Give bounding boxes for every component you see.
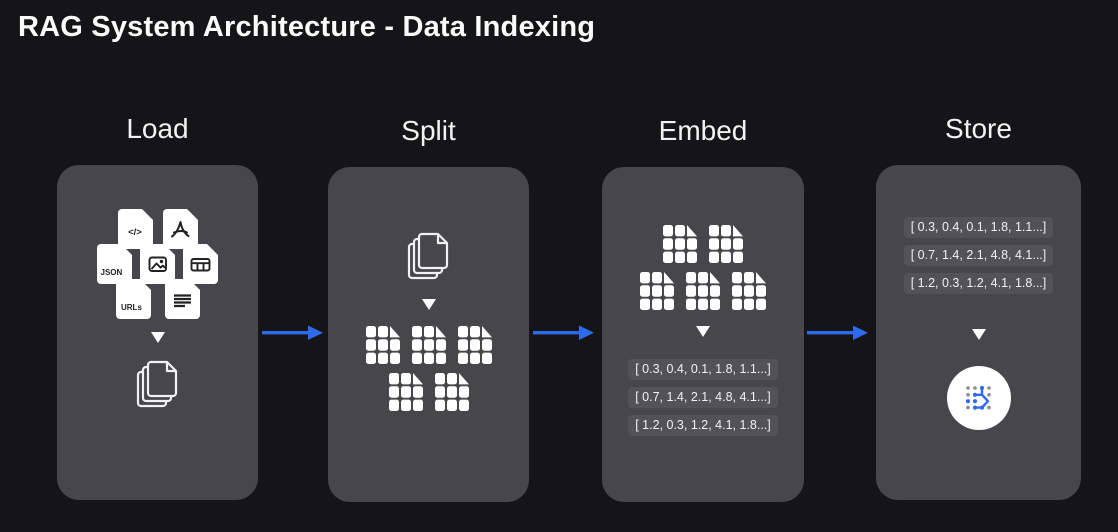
chunk-grid-icon: [411, 326, 446, 364]
down-triangle-icon: [971, 329, 986, 340]
vector-chip: [ 0.7, 1.4, 2.1, 4.8, 4.1...]: [903, 244, 1054, 266]
embedding-vectors: [ 0.3, 0.4, 0.1, 1.8, 1.1...] [ 0.7, 1.4…: [628, 355, 778, 439]
right-arrow-icon: [262, 325, 323, 341]
code-file-badge: </>: [128, 227, 142, 238]
vector-chip: [ 1.2, 0.3, 1.2, 4.1, 1.8...]: [628, 414, 778, 436]
chunk-grid-icon: [640, 272, 674, 310]
chunk-grid-icon: [709, 225, 743, 263]
code-file-icon: </>: [117, 209, 153, 249]
urls-file-icon: URLs: [115, 279, 151, 319]
down-triangle-icon: [150, 332, 165, 343]
stage-store: Store [ 0.3, 0.4, 0.1, 1.8, 1.1...] [ 0.…: [876, 111, 1081, 500]
vector-chip: [ 0.3, 0.4, 0.1, 1.8, 1.1...]: [628, 358, 778, 380]
right-arrow-icon: [807, 325, 868, 341]
stage-load-title: Load: [126, 113, 189, 144]
urls-file-badge: URLs: [121, 303, 142, 312]
chunks-cluster: [640, 225, 766, 310]
stage-load: Load </> JSON: [57, 111, 258, 500]
document-stack-icon: [135, 359, 181, 411]
vector-db-logo-icon: [946, 366, 1011, 430]
stored-vectors: [ 0.3, 0.4, 0.1, 1.8, 1.1...] [ 0.7, 1.4…: [903, 213, 1054, 297]
document-stack-icon: [406, 231, 452, 283]
chunk-grid-icon: [457, 326, 492, 364]
stage-split: Split: [328, 113, 529, 502]
stage-store-title: Store: [945, 113, 1012, 144]
chunk-grid-icon: [663, 225, 697, 263]
table-file-icon: [183, 244, 218, 284]
vector-chip: [ 0.3, 0.4, 0.1, 1.8, 1.1...]: [903, 216, 1054, 238]
chunk-grid-icon: [388, 373, 423, 411]
stage-embed-title: Embed: [658, 115, 748, 146]
source-files-cluster: </> JSON: [97, 209, 218, 319]
stage-embed: Embed [ 0.3, 0.4, 0.1, 1.8, 1.1...] [ 0.…: [602, 113, 804, 502]
store-panel: [ 0.3, 0.4, 0.1, 1.8, 1.1...] [ 0.7, 1.4…: [876, 165, 1081, 500]
chunk-grid-icon: [732, 272, 766, 310]
chunks-cluster: [365, 326, 492, 411]
chunk-grid-icon: [434, 373, 469, 411]
split-panel: [328, 167, 529, 502]
image-file-icon: [140, 244, 175, 284]
stage-split-title: Split: [401, 115, 456, 146]
vector-chip: [ 1.2, 0.3, 1.2, 4.1, 1.8...]: [903, 272, 1054, 294]
json-file-icon: JSON: [97, 244, 132, 284]
right-arrow-icon: [533, 325, 594, 341]
json-file-badge: JSON: [101, 268, 123, 277]
down-triangle-icon: [421, 299, 436, 310]
text-file-icon: [164, 279, 200, 319]
chunk-grid-icon: [365, 326, 400, 364]
chunk-grid-icon: [686, 272, 720, 310]
vector-chip: [ 0.7, 1.4, 2.1, 4.8, 4.1...]: [628, 386, 778, 408]
load-panel: </> JSON: [57, 165, 258, 500]
down-triangle-icon: [696, 326, 710, 337]
page-title: RAG System Architecture - Data Indexing: [18, 11, 596, 43]
embed-panel: [ 0.3, 0.4, 0.1, 1.8, 1.1...] [ 0.7, 1.4…: [602, 167, 804, 502]
pdf-file-icon: [162, 209, 198, 249]
